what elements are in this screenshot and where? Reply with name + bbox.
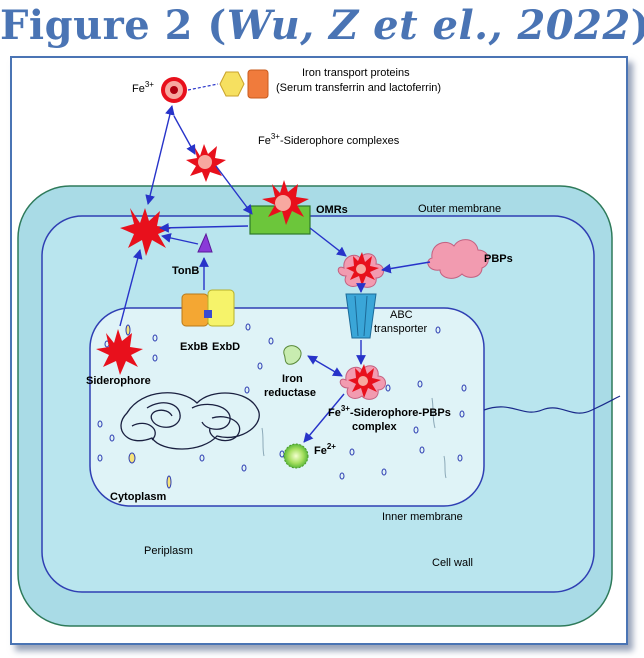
siderophore-complexes-label: Fe3+-Siderophore complexes <box>258 132 400 147</box>
lactoferrin-shape <box>247 69 269 99</box>
tonb-protein <box>197 232 213 253</box>
abc-label-2: transporter <box>374 323 428 335</box>
flagellum <box>483 395 621 414</box>
exbb-label: ExbB <box>180 341 208 353</box>
inner-membrane-label: Inner membrane <box>382 511 463 523</box>
cytoplasm-label: Cytoplasm <box>110 491 166 503</box>
iron-reductase-icon <box>283 345 302 365</box>
inner-membrane <box>89 307 485 507</box>
nucleoid-dna <box>120 392 260 450</box>
pbp-siderophore-complex-icon <box>337 252 384 288</box>
cytoplasm-granules <box>97 323 467 489</box>
figure-title-text: Figure 2 <box>0 2 193 49</box>
siderophore-complex-icon <box>186 144 226 182</box>
siderophore-label: Siderophore <box>86 375 151 387</box>
iron-transport-label-2: (Serum transferrin and lactoferrin) <box>276 82 441 94</box>
fe3-transport-link <box>187 83 219 91</box>
periplasm-siderophore-icon <box>120 208 172 256</box>
exb-connector <box>204 310 212 318</box>
exbd-label: ExbD <box>212 341 240 353</box>
iron-uptake-diagram: Fe3+ Iron transport proteins (Serum tran… <box>17 67 621 627</box>
fe3-ion-icon <box>161 77 187 103</box>
pbps-label: PBPs <box>484 253 513 265</box>
fe2-ion-icon <box>283 443 309 469</box>
tonb-label: TonB <box>172 265 199 277</box>
pbps-complex-label-1: Fe3+-Siderophore-PBPs <box>328 404 451 419</box>
abc-label-1: ABC <box>390 309 413 321</box>
cell-wall-label: Cell wall <box>432 557 473 569</box>
outer-membrane-label: Outer membrane <box>418 203 501 215</box>
iron-reductase-label-2: reductase <box>264 387 316 399</box>
cytoplasm-siderophore-icon <box>96 329 143 375</box>
pbps-complex-label-2: complex <box>352 421 398 433</box>
periplasm-label: Periplasm <box>144 545 193 557</box>
iron-reductase-label-1: Iron <box>282 373 303 385</box>
fe2-label: Fe2+ <box>314 442 336 457</box>
figure-citation-open: ( <box>207 2 227 49</box>
figure-citation: Wu, Z et el., 2022 <box>226 2 631 49</box>
fe3-label: Fe3+ <box>132 80 154 95</box>
transferrin-shape <box>219 71 245 97</box>
diagram-panel: Fe3+ Iron transport proteins (Serum tran… <box>10 56 628 645</box>
iron-transport-label-1: Iron transport proteins <box>302 67 410 79</box>
omrs-label: OMRs <box>316 204 348 216</box>
pathway-arrows <box>119 105 431 443</box>
figure-citation-close: ) <box>631 2 644 49</box>
omr-siderophore-icon <box>262 180 309 225</box>
cytoplasm-filaments <box>261 397 447 479</box>
pbps-cloud <box>427 239 489 279</box>
abc-transporter <box>345 293 377 339</box>
figure-title: Figure 2 (Wu, Z et el., 2022) <box>0 2 644 49</box>
cytoplasm-pbp-complex-icon <box>339 364 386 400</box>
exbd-protein <box>207 289 235 327</box>
